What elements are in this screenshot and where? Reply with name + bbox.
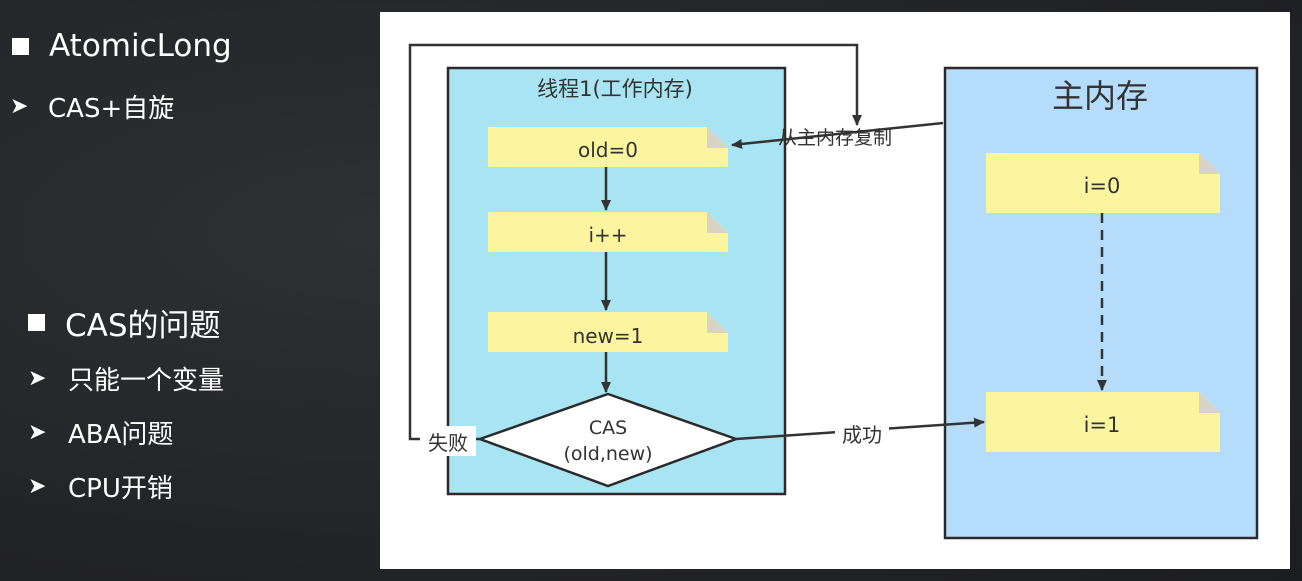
thread-title: 线程1(工作内存) [537,77,693,101]
note-i0-label: i=0 [1084,174,1121,198]
diagram-canvas: 线程1(工作内存) 主内存 old=0 i++ new=1 i=0 [408,43,1259,540]
square-bullet-icon [12,37,29,55]
note-i1: i=1 [986,392,1220,452]
arrow-copy-from-main [731,121,944,149]
note-increment-label: i++ [588,223,627,247]
note-increment: i++ [488,212,728,252]
cas-diagram: 线程1(工作内存) 主内存 old=0 i++ new=1 i=0 [380,12,1290,569]
copy-label-backdrop [760,102,925,214]
list-item-label: ABA问题 [68,420,174,450]
arrow-bullet-icon: ➤ [28,420,47,445]
arrow-bullet-icon: ➤ [28,474,47,499]
list-item: ➤ CPU开销 [28,468,173,505]
list-item: ➤ 只能一个变量 [28,360,224,397]
section-title-cas-problems: CAS的问题 [65,308,221,344]
square-bullet-icon [28,314,45,331]
list-item-label: CAS+自旋 [48,94,175,124]
main-memory-title: 主内存 [1052,77,1148,115]
note-i0: i=0 [986,153,1220,213]
list-item-label: 只能一个变量 [68,366,225,396]
cas-decision-line1: CAS [589,417,627,439]
list-item-label: CPU开销 [68,474,173,504]
cas-decision-line2: (old,new) [563,443,652,465]
section-title-atomiclong: AtomicLong [49,28,232,64]
success-label: 成功 [842,423,882,447]
fail-label-backdrop [420,426,476,456]
section-cas-problems: CAS的问题 [28,300,221,345]
fail-label: 失败 [428,431,468,455]
cas-decision: CAS (old,new) [476,392,740,488]
list-item: ➤ ABA问题 [28,414,173,451]
list-item: ➤ CAS+自旋 [10,88,174,125]
note-new: new=1 [488,312,728,352]
section-atomiclong: AtomicLong [12,28,232,64]
success-label-backdrop [835,420,889,446]
arrow-bullet-icon: ➤ [10,94,29,119]
arrow-bullet-icon: ➤ [28,366,47,391]
note-i1-label: i=1 [1084,413,1121,437]
note-old: old=0 [488,127,728,167]
note-new-label: new=1 [573,324,644,348]
note-old-label: old=0 [578,138,638,162]
copy-label: 从主内存复制 [778,127,892,149]
